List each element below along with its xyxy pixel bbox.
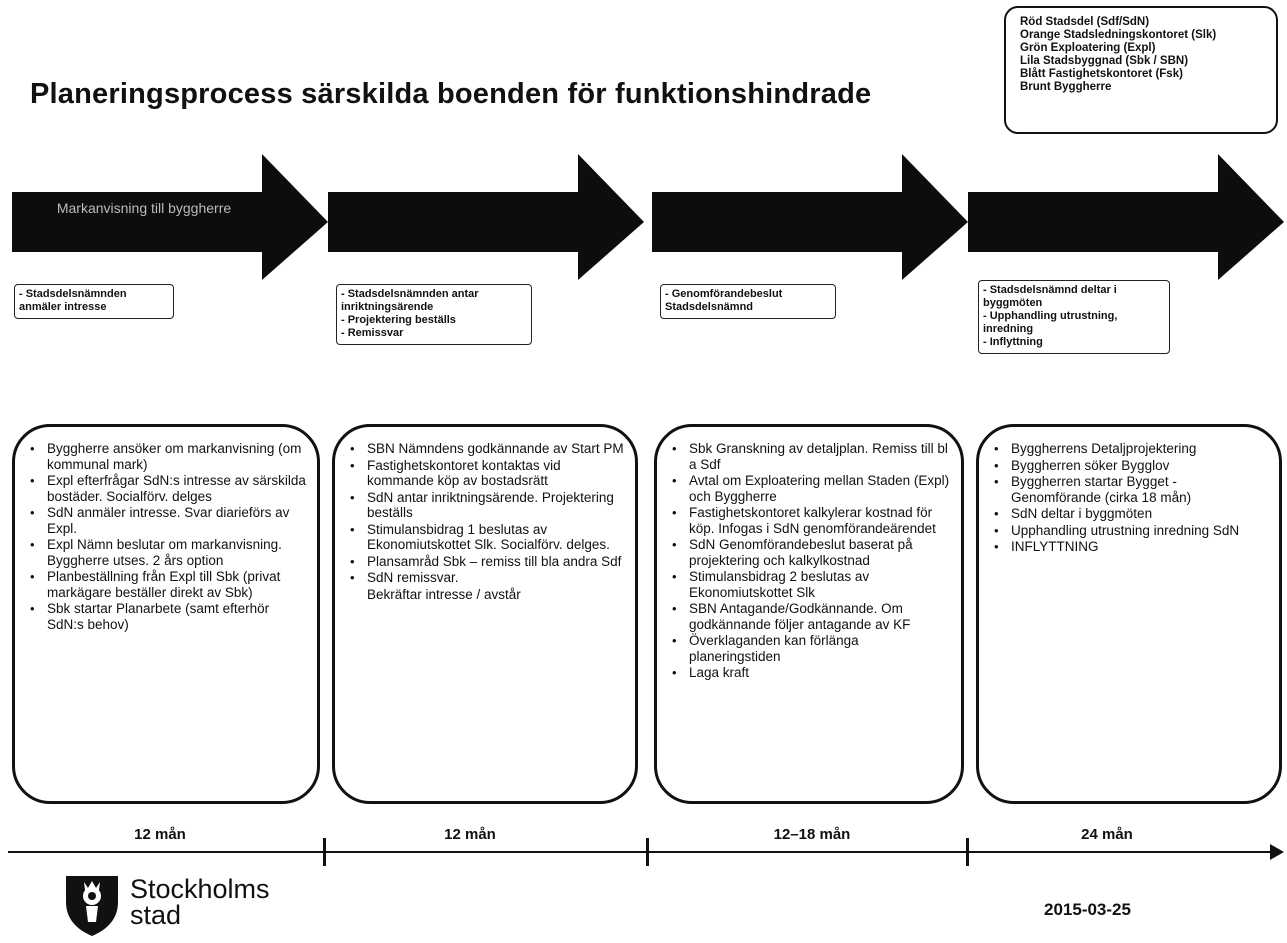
activity-item: Byggherren startar Bygget - Genomförande… xyxy=(991,474,1269,505)
timeline-axis xyxy=(8,851,1274,853)
activity-item: Avtal om Exploatering mellan Staden (Exp… xyxy=(669,473,951,504)
duration-label: 12 mån xyxy=(134,826,186,843)
duration-label: 12–18 mån xyxy=(773,826,851,843)
duration-label: 24 mån xyxy=(1081,826,1133,843)
decision-line: - Inflyttning xyxy=(983,336,1043,348)
decision-line: inriktningsärende xyxy=(341,301,434,313)
timeline-arrowhead xyxy=(1270,844,1284,860)
document-date: 2015-03-25 xyxy=(1044,900,1131,919)
decision-line: - Genomförandebeslut xyxy=(665,288,783,300)
activity-item: Sbk startar Planarbete (samt efterhör Sd… xyxy=(27,601,307,632)
activity-item: Byggherre ansöker om markanvisning (om k… xyxy=(27,441,307,472)
activity-item: Stimulansbidrag 2 beslutas av Ekonomiuts… xyxy=(669,569,951,600)
activity-box-3: Sbk Granskning av detaljplan. Remiss til… xyxy=(654,424,964,804)
page-title: Planeringsprocess särskilda boenden för … xyxy=(30,78,872,110)
legend-item: Lila Stadsbyggnad (Sbk / SBN) xyxy=(1020,55,1189,67)
decision-line: - Remissvar xyxy=(341,327,404,339)
decision-line: - Stadsdelsnämnd deltar i xyxy=(983,284,1117,296)
activity-item: SdN deltar i byggmöten xyxy=(991,506,1269,522)
duration-label: 12 mån xyxy=(444,826,496,843)
activity-item: Bekräftar intresse / avstår xyxy=(367,586,521,602)
decision-line: byggmöten xyxy=(983,297,1043,309)
decision-box-3: - Genomförandebeslut Stadsdelsnämnd xyxy=(660,284,836,319)
legend-item: Grön Exploatering (Expl) xyxy=(1020,42,1156,54)
legend-item: Blått Fastighetskontoret (Fsk) xyxy=(1020,68,1183,80)
activity-item: Expl efterfrågar SdN:s intresse av särsk… xyxy=(27,473,307,504)
legend-item: Orange Stadsledningskontoret (Slk) xyxy=(1020,29,1217,41)
phase-arrow-4 xyxy=(968,152,1286,282)
activity-item: SdN Genomförandebeslut baserat på projek… xyxy=(669,537,951,568)
activity-item: INFLYTTNING xyxy=(991,539,1269,555)
activity-item: Överklaganden kan förlänga planeringstid… xyxy=(669,633,951,664)
timeline-tick xyxy=(323,838,326,866)
phase-arrow-3 xyxy=(652,152,970,282)
activity-item: Expl Nämn beslutar om markanvisning. Byg… xyxy=(27,537,307,568)
decision-line: anmäler intresse xyxy=(19,301,107,313)
color-legend: Röd Stadsdel (Sdf/SdN) Orange Stadsledni… xyxy=(1004,6,1278,134)
activity-box-4: Byggherrens Detaljprojektering Byggherre… xyxy=(976,424,1282,804)
activity-item: Byggherrens Detaljprojektering xyxy=(991,441,1269,457)
phase-arrow-2 xyxy=(328,152,646,282)
decision-box-1: - Stadsdelsnämnden anmäler intresse xyxy=(14,284,174,319)
activity-item: Stimulansbidrag 1 beslutas av Ekonomiuts… xyxy=(347,522,625,553)
city-wordmark: Stockholms stad xyxy=(130,874,270,930)
activity-box-2: SBN Nämndens godkännande av Start PM Fas… xyxy=(332,424,638,804)
activity-item: Fastighetskontoret kontaktas vid kommand… xyxy=(347,458,625,489)
decision-line: - Projektering beställs xyxy=(341,314,456,326)
decision-line: - Stadsdelsnämnden antar xyxy=(341,288,479,300)
wordmark-line-1: Stockholms xyxy=(130,874,270,904)
activity-item: Sbk Granskning av detaljplan. Remiss til… xyxy=(669,441,951,472)
activity-item: SdN remissvar. xyxy=(347,570,625,586)
decision-line: - Upphandling utrustning, xyxy=(983,310,1118,322)
activity-item: Planbeställning från Expl till Sbk (priv… xyxy=(27,569,307,600)
timeline-tick xyxy=(966,838,969,866)
activity-item: Fastighetskontoret kalkylerar kostnad fö… xyxy=(669,505,951,536)
city-crest-logo xyxy=(62,872,122,938)
wordmark-line-2: stad xyxy=(130,900,182,930)
activity-box-1: Byggherre ansöker om markanvisning (om k… xyxy=(12,424,320,804)
decision-box-4: - Stadsdelsnämnd deltar i byggmöten - Up… xyxy=(978,280,1170,354)
decision-line: - Stadsdelsnämnden xyxy=(19,288,127,300)
activity-item: Laga kraft xyxy=(669,665,951,681)
phase-arrow-1: Markanvisning till byggherre xyxy=(12,152,330,282)
decision-box-2: - Stadsdelsnämnden antar inriktningsären… xyxy=(336,284,532,345)
activity-item: SBN Nämndens godkännande av Start PM xyxy=(347,441,625,457)
timeline-tick xyxy=(646,838,649,866)
decision-line: inredning xyxy=(983,323,1034,335)
phase-arrow-label: Markanvisning till byggherre xyxy=(56,200,232,216)
activity-item: Plansamråd Sbk – remiss till bla andra S… xyxy=(347,554,625,570)
activity-item: Byggherren söker Bygglov xyxy=(991,458,1269,474)
activity-item: SdN antar inriktningsärende. Projekterin… xyxy=(347,490,625,521)
activity-item: SBN Antagande/Godkännande. Om godkännand… xyxy=(669,601,951,632)
activity-item: Upphandling utrustning inredning SdN xyxy=(991,523,1269,539)
activity-item: SdN anmäler intresse. Svar diarieförs av… xyxy=(27,505,307,536)
decision-line: Stadsdelsnämnd xyxy=(665,301,754,313)
legend-item: Röd Stadsdel (Sdf/SdN) xyxy=(1020,16,1150,28)
legend-item: Brunt Byggherre xyxy=(1020,81,1112,93)
